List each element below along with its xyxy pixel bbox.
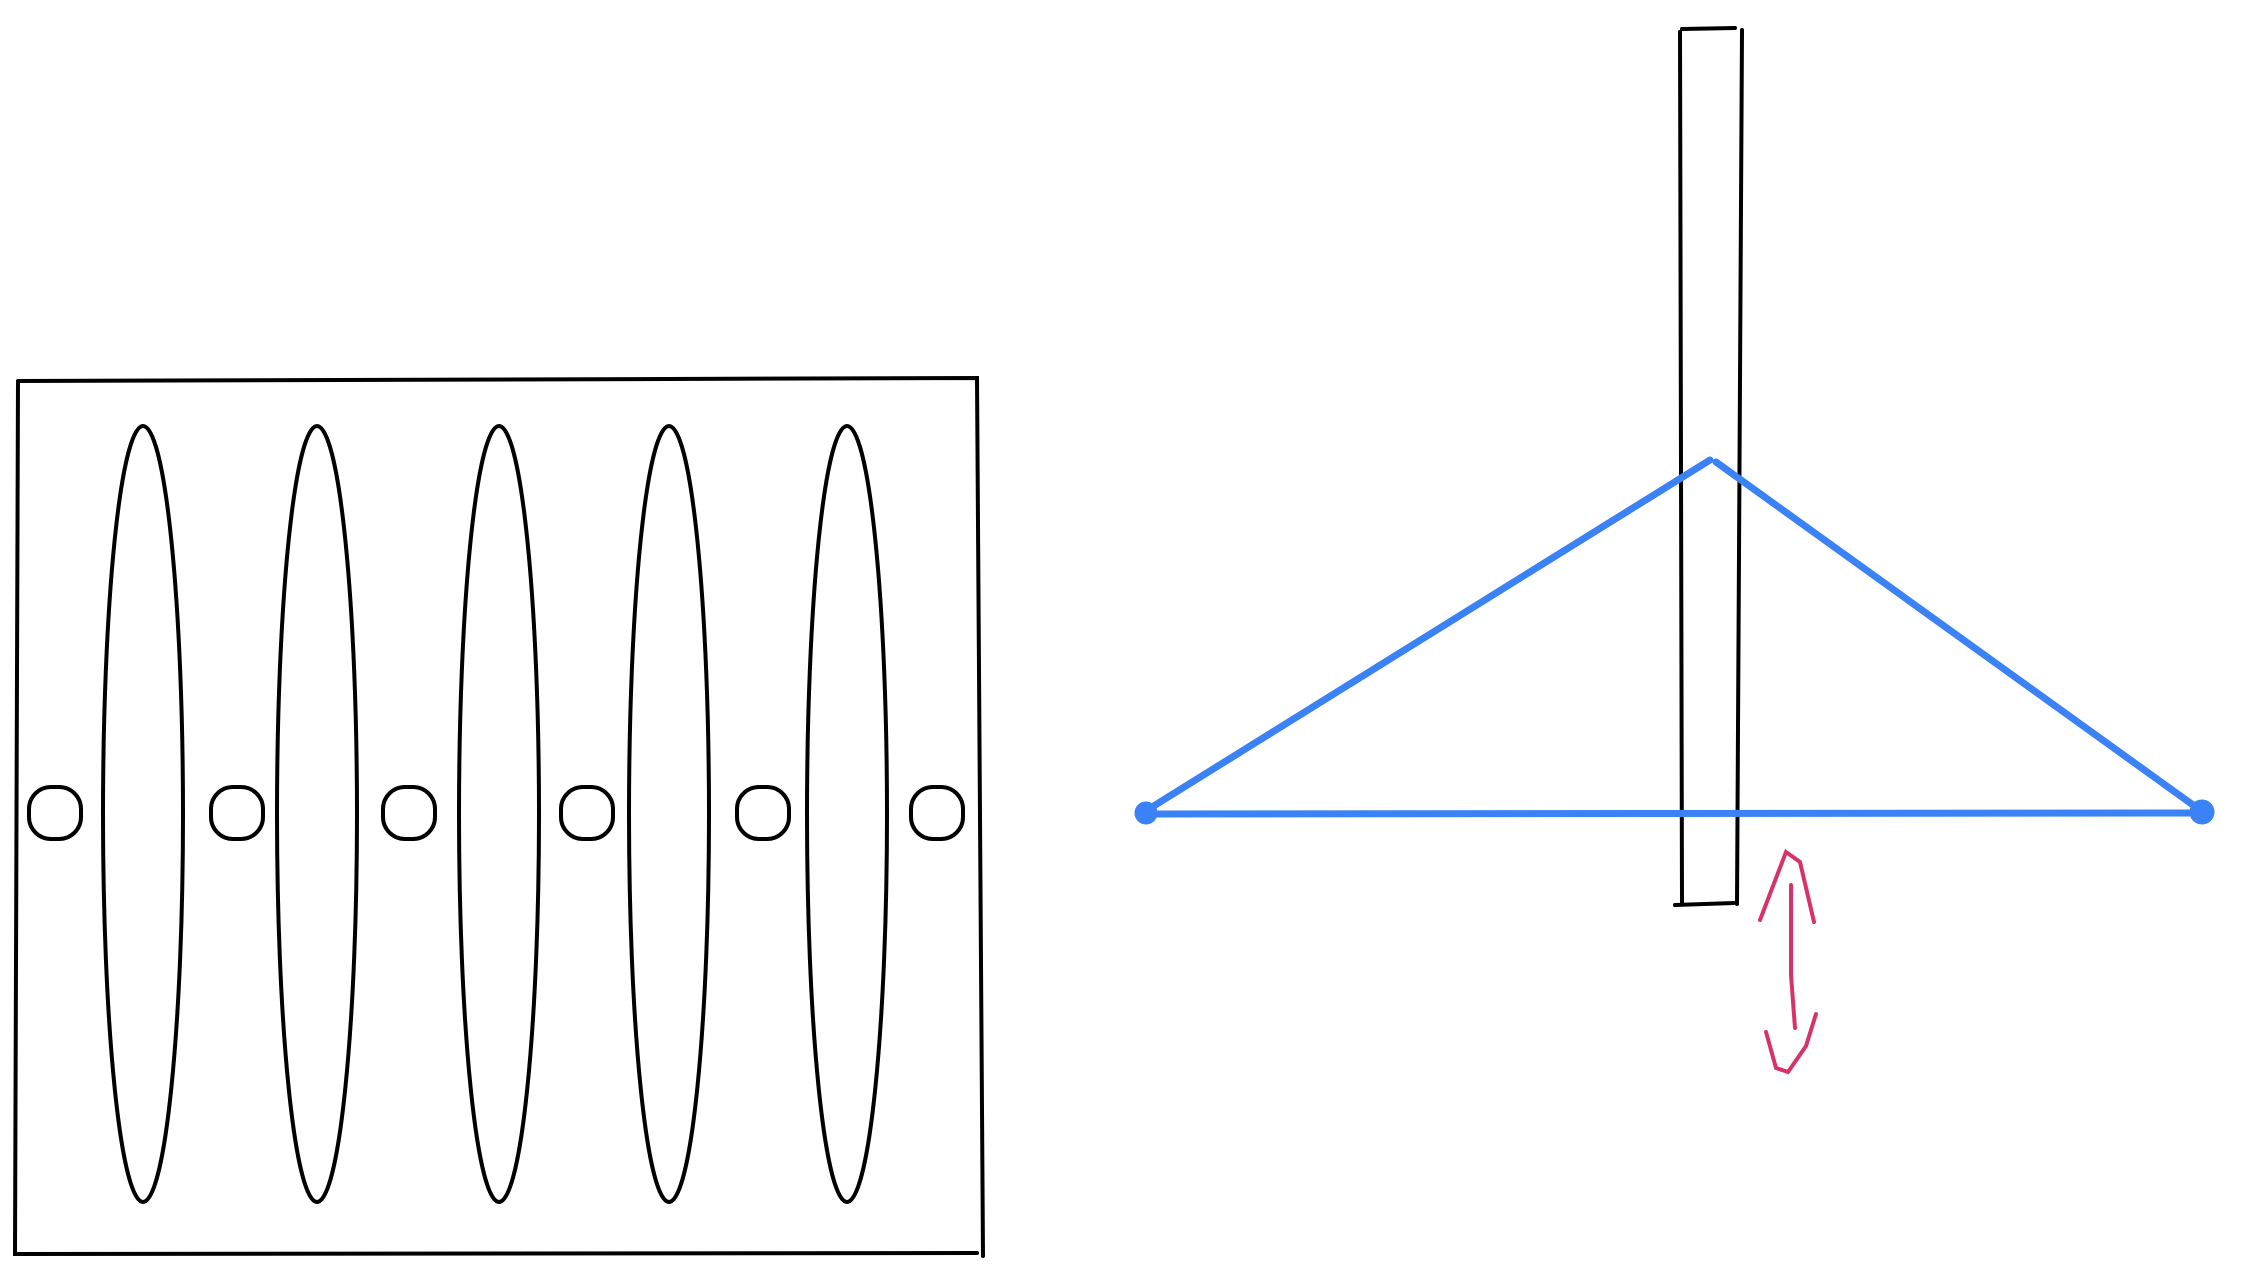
knob-4 [559, 785, 615, 841]
knob-2 [209, 785, 265, 841]
truss-left-member [1140, 456, 1714, 816]
knob-1 [27, 785, 83, 841]
fin-2 [275, 424, 359, 1204]
fin-4 [627, 424, 711, 1204]
vertical-motion-arrow-icon [1758, 848, 1818, 1075]
triangle-truss [1134, 456, 2215, 825]
truss-bottom-member [1140, 809, 2208, 818]
knob-5 [735, 785, 791, 841]
panel-frame [12, 375, 985, 1258]
post-and-truss [1134, 26, 2215, 1075]
truss-right-member [1712, 458, 2204, 814]
vertical-post [1673, 26, 1744, 907]
knob-3 [381, 785, 437, 841]
fin-panel [12, 375, 985, 1258]
truss-right-joint [2189, 799, 2215, 825]
fin-3 [457, 424, 541, 1204]
fin-1 [101, 424, 185, 1204]
truss-left-joint [1134, 801, 1158, 825]
fin-5 [805, 424, 889, 1204]
knob-6 [909, 785, 965, 841]
